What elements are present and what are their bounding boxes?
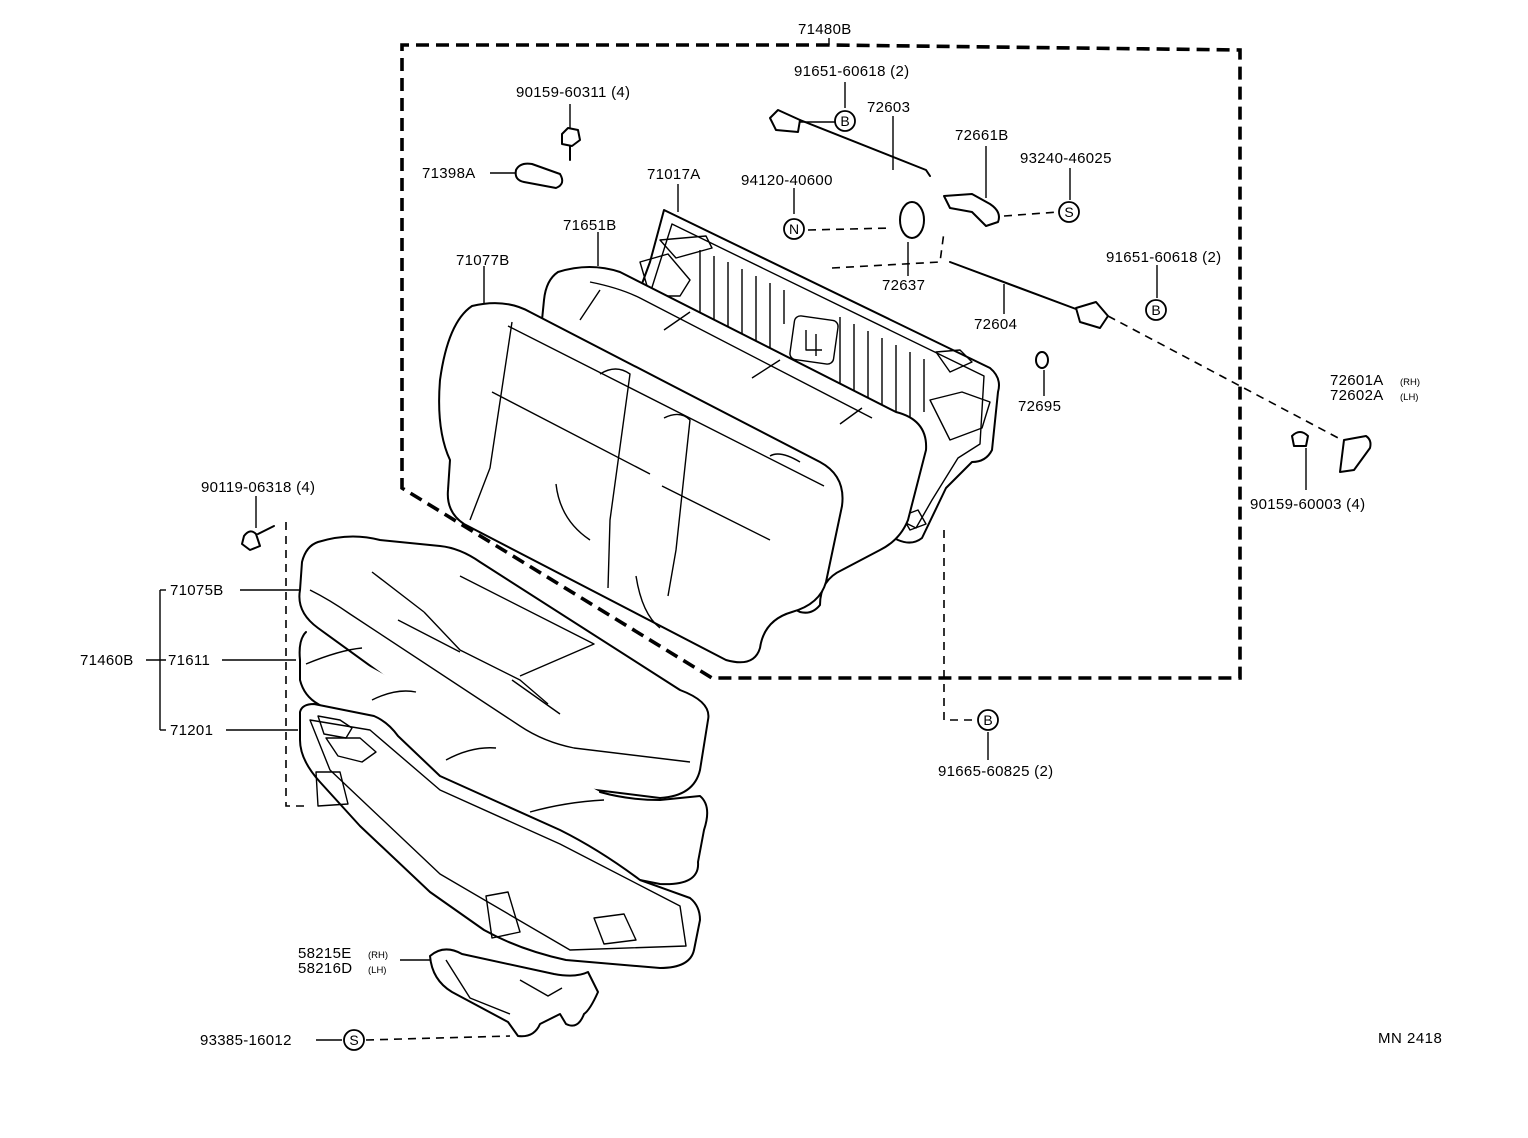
label-58216D: 58216D [298,960,352,977]
label-91651-60618-mid: 91651-60618 (2) [1106,249,1221,266]
label-72601A: 72601A [1330,372,1384,389]
cover-71398A [514,162,564,189]
lock-rod-72604 [949,261,1109,329]
label-93385-16012: 93385-16012 [200,1032,292,1049]
symbol-b-top: B [834,110,856,132]
label-72637: 72637 [882,277,925,294]
cap-72695 [1035,351,1049,369]
dashed-connectors [285,211,1343,1041]
label-71398A: 71398A [422,165,476,182]
label-72601A-rh: (RH) [1400,377,1420,388]
label-93240-46025: 93240-46025 [1020,150,1112,167]
knob-72637 [899,201,925,239]
label-72602A: 72602A [1330,387,1384,404]
label-91651-60618-top: 91651-60618 (2) [794,63,909,80]
symbol-s-top: S [1058,201,1080,223]
svg-text:N: N [789,221,799,237]
label-71480B: 71480B [798,21,852,38]
svg-text:B: B [983,712,992,728]
seat-hinge-bracket-58215E [429,948,599,1038]
bolt-90159-60003 [1291,431,1309,447]
label-90159-60003: 90159-60003 (4) [1250,496,1365,513]
label-71077B: 71077B [456,252,510,269]
label-72602A-lh: (LH) [1400,392,1418,403]
svg-text:B: B [840,113,849,129]
hinge-cover-72601A [1339,435,1372,473]
reference-code: MN 2418 [1378,1030,1442,1047]
svg-text:B: B [1151,302,1160,318]
label-72695: 72695 [1018,398,1061,415]
label-71611: 71611 [168,652,210,669]
label-58216D-lh: (LH) [368,965,386,976]
seat-cushion-cover-71075B [298,535,710,799]
svg-text:S: S [1064,204,1073,220]
label-72604: 72604 [974,316,1017,333]
bolt-90119-06318 [241,525,275,551]
seatback-assembly-boundary [400,43,1242,680]
symbol-b-bottom: B [977,709,999,731]
label-94120-40600: 94120-40600 [741,172,833,189]
lock-rod-72603 [769,109,931,177]
seat-cushion-frame-71201 [299,703,701,969]
seatback-cover-71077B [438,302,844,664]
label-71075B: 71075B [170,582,224,599]
lock-72661B [943,193,1000,227]
bolt-90159-60311 [561,127,581,161]
symbol-b-mid: B [1145,299,1167,321]
label-71201: 71201 [170,722,213,739]
label-90159-60311: 90159-60311 (4) [516,84,630,101]
label-91665-60825: 91665-60825 (2) [938,763,1053,780]
svg-text:S: S [349,1032,358,1048]
label-72603: 72603 [867,99,910,116]
label-72661B: 72661B [955,127,1009,144]
symbol-n: N [783,218,805,240]
symbol-s-bottom: S [343,1029,365,1051]
label-71651B: 71651B [563,217,617,234]
label-71017A: 71017A [647,166,701,183]
label-58215E-rh: (RH) [368,950,388,961]
label-71460B: 71460B [80,652,134,669]
label-58215E: 58215E [298,945,352,962]
label-90119-06318: 90119-06318 (4) [201,479,315,496]
